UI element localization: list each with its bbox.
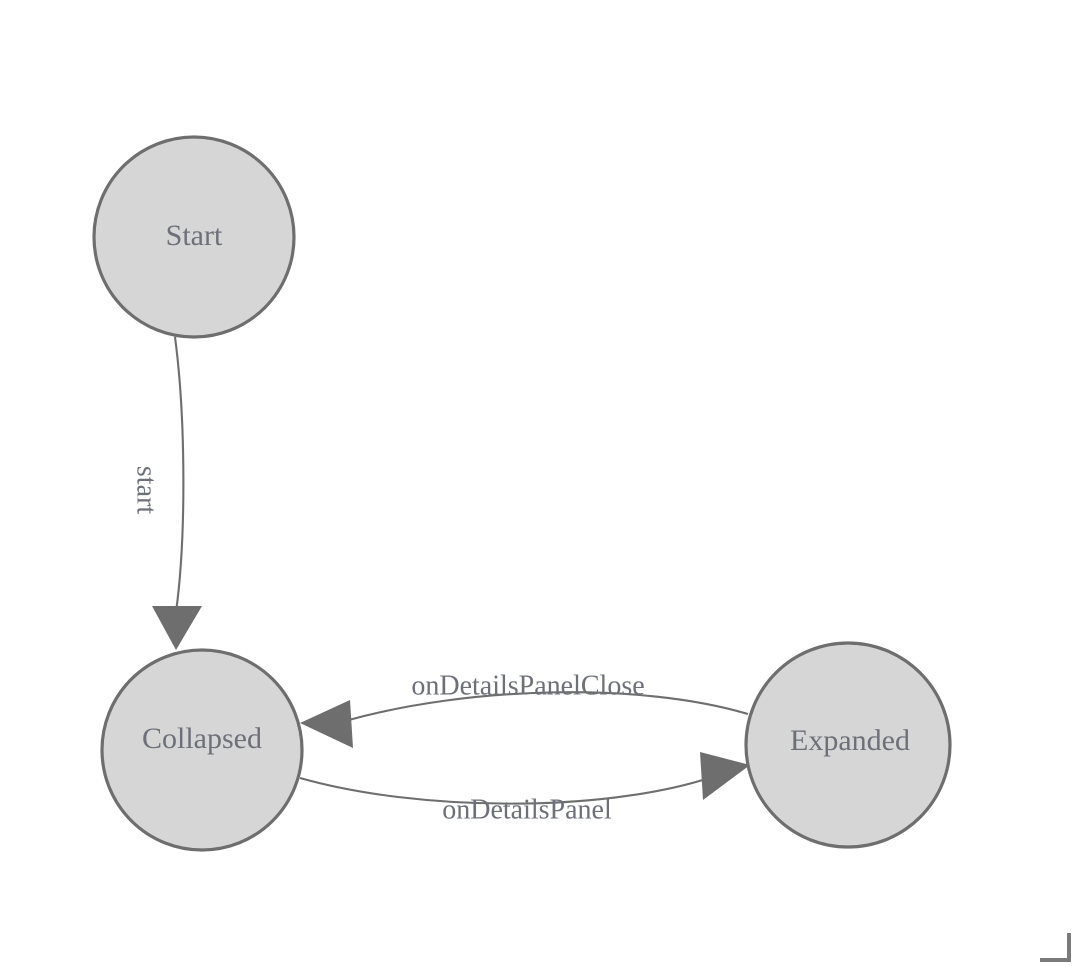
- node-collapsed-label: Collapsed: [142, 722, 262, 755]
- edge-label-start: start: [131, 466, 162, 514]
- node-collapsed[interactable]: Collapsed: [100, 648, 304, 852]
- node-start[interactable]: Start: [92, 135, 296, 339]
- corner-mark-vertical: [1067, 933, 1071, 962]
- edge-start-to-collapsed[interactable]: start: [131, 336, 202, 650]
- arrowhead-into-collapsed-from-expanded: [300, 700, 353, 748]
- node-expanded-label: Expanded: [790, 724, 910, 757]
- edge-collapsed-to-expanded[interactable]: onDetailsPanel: [299, 752, 750, 825]
- corner-resize-handle[interactable]: [1040, 933, 1071, 962]
- edge-label-on-details-panel: onDetailsPanel: [442, 794, 612, 825]
- corner-mark-horizontal: [1040, 958, 1071, 962]
- node-start-circle: [92, 135, 296, 339]
- edge-path-collapsed-to-expanded: [299, 776, 707, 805]
- node-start-label: Start: [166, 219, 223, 252]
- node-expanded-circle: [744, 641, 952, 849]
- edge-path-start-to-collapsed: [173, 336, 185, 613]
- edge-expanded-to-collapsed[interactable]: onDetailsPanelClose: [300, 670, 749, 748]
- node-collapsed-circle: [100, 648, 304, 852]
- arrowhead-into-collapsed-from-start: [152, 606, 202, 650]
- arrowhead-into-expanded-from-collapsed: [700, 752, 750, 800]
- edge-path-expanded-to-collapsed: [344, 691, 749, 723]
- edge-label-on-details-panel-close: onDetailsPanelClose: [411, 670, 644, 701]
- node-expanded[interactable]: Expanded: [744, 641, 952, 849]
